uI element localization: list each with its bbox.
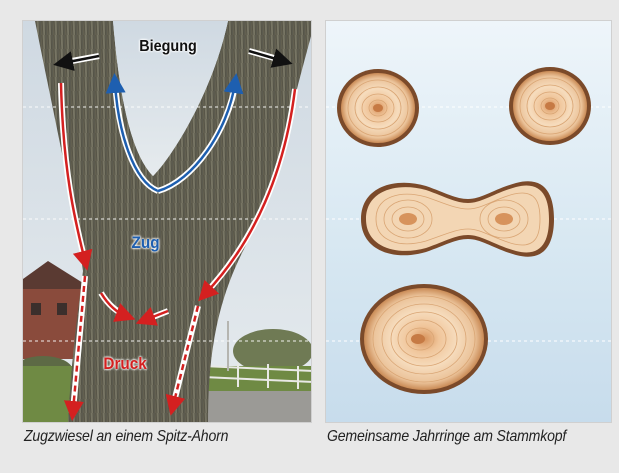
cross-section-trunk — [360, 284, 488, 394]
cross-section-right-branch — [509, 67, 591, 145]
cross-section-fork — [361, 181, 554, 256]
label-tension: Zug — [132, 233, 160, 253]
tree-ring-illustration — [326, 21, 612, 423]
label-compression: Druck — [103, 354, 146, 374]
caption-tree-photo: Zugzwiesel an einem Spitz-Ahorn — [24, 428, 228, 446]
caption-ring-diagram: Gemeinsame Jahrringe am Stammkopf — [327, 428, 566, 446]
tree-photo-panel: Biegung Zug Druck — [22, 20, 312, 423]
label-bending: Biegung — [139, 38, 197, 56]
cross-section-left-branch — [337, 69, 419, 147]
tree-illustration — [23, 21, 312, 423]
ring-diagram-panel — [325, 20, 612, 423]
